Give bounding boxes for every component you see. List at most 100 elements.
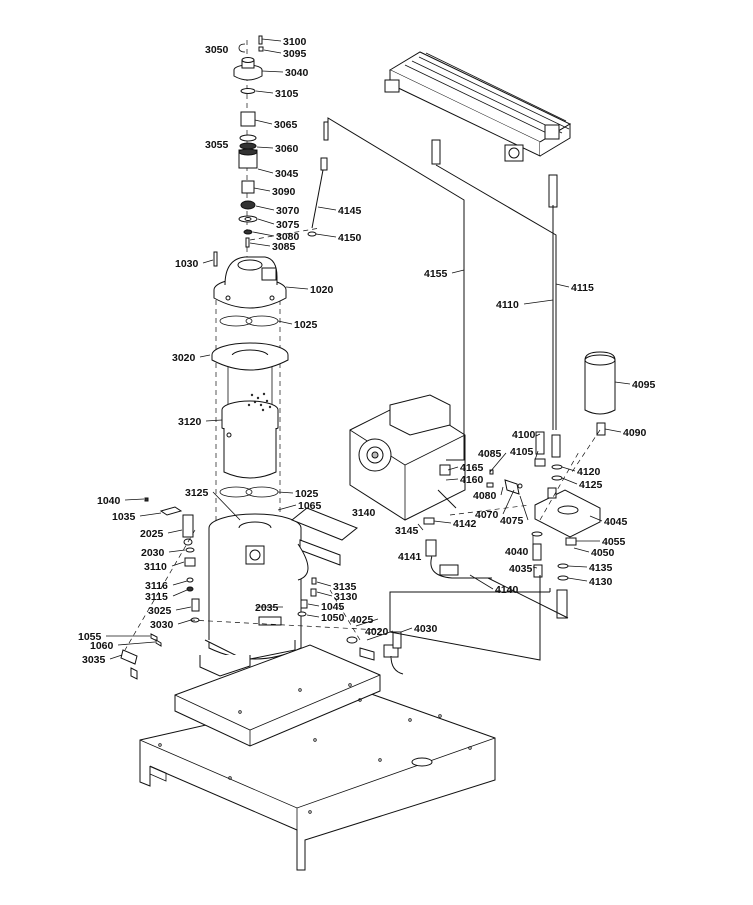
- right-fittings: [486, 351, 616, 619]
- part-label-2030: 2030: [141, 547, 165, 559]
- tank-fittings: [297, 577, 317, 617]
- part-label-4150: 4150: [338, 232, 362, 244]
- part-label-1065: 1065: [298, 500, 322, 512]
- part-label-4045: 4045: [604, 516, 628, 528]
- part-label-3100: 3100: [283, 36, 307, 48]
- leader-line-2025: [167, 529, 183, 534]
- part-label-1030: 1030: [175, 258, 199, 270]
- leader-line-1045: [307, 603, 320, 607]
- leader-line-4085: [489, 452, 507, 473]
- leader-line-4020: [366, 630, 394, 641]
- leader-line-4145: [317, 206, 337, 211]
- leader-line-1065: [277, 504, 297, 511]
- part-label-4130: 4130: [589, 576, 613, 588]
- part-label-4145: 4145: [338, 205, 362, 217]
- part-label-1020: 1020: [310, 284, 334, 296]
- leader-line-1030: [202, 259, 214, 264]
- oil-cooler: [384, 51, 572, 208]
- part-label-3085: 3085: [272, 241, 296, 253]
- leader-line-3040: [261, 70, 284, 73]
- part-label-4141: 4141: [398, 551, 422, 563]
- leader-line-4155: [451, 269, 465, 274]
- leader-line-4135: [567, 565, 588, 568]
- part-label-3135: 3135: [333, 581, 357, 593]
- leader-line-4075: [519, 495, 529, 521]
- leader-line-1050: [306, 614, 320, 618]
- part-label-4070: 4070: [475, 509, 499, 521]
- part-label-3125: 3125: [185, 487, 209, 499]
- leader-line-4095: [614, 381, 631, 385]
- part-label-2025: 2025: [140, 528, 164, 540]
- part-label-4080: 4080: [473, 490, 497, 502]
- air-end: [349, 394, 466, 521]
- part-label-4040: 4040: [505, 546, 529, 558]
- part-label-3055: 3055: [205, 139, 229, 151]
- leader-line-3116: [172, 580, 188, 586]
- leader-line-4080: [500, 486, 504, 496]
- part-label-4110: 4110: [496, 299, 519, 311]
- leader-line-3105: [255, 90, 274, 94]
- leader-line-3090: [253, 187, 271, 192]
- leader-line-4035: [532, 566, 538, 569]
- part-label-1040: 1040: [97, 495, 121, 507]
- leader-line-3135: [316, 581, 332, 587]
- part-label-4142: 4142: [453, 518, 477, 530]
- leader-line-4115: [555, 283, 570, 288]
- part-label-4090: 4090: [623, 427, 647, 439]
- leader-line-3045: [257, 168, 274, 174]
- lower-hose-fittings: [346, 517, 492, 675]
- part-label-3060: 3060: [275, 143, 299, 155]
- leader-line-3145: [417, 523, 424, 531]
- hose-lines: [327, 117, 569, 661]
- part-label-3045: 3045: [275, 168, 299, 180]
- part-label-4085: 4085: [478, 448, 502, 460]
- part-label-4020: 4020: [365, 626, 389, 638]
- part-label-3090: 3090: [272, 186, 296, 198]
- separator-head: [213, 251, 287, 309]
- part-label-4030: 4030: [414, 623, 438, 635]
- leader-line-3120: [205, 419, 223, 422]
- level-rod: [307, 121, 329, 237]
- part-label-4075: 4075: [500, 515, 524, 527]
- part-label-3110: 3110: [144, 561, 167, 573]
- part-label-1050: 1050: [321, 612, 345, 624]
- leader-line-4150: [315, 233, 337, 238]
- base-frame: [139, 644, 496, 871]
- leader-line-3020: [199, 354, 211, 358]
- leader-line-3030: [177, 619, 192, 625]
- separator-element: [211, 342, 289, 479]
- part-label-1035: 1035: [112, 511, 136, 523]
- part-label-3095: 3095: [283, 48, 307, 60]
- part-label-4120: 4120: [577, 466, 601, 478]
- leader-line-3065: [254, 119, 273, 125]
- o-ring-lower: [219, 486, 279, 498]
- part-label-1045: 1045: [321, 601, 345, 613]
- part-label-4115: 4115: [571, 282, 594, 294]
- leader-line-3110: [171, 561, 185, 567]
- part-label-4035: 4035: [509, 563, 533, 575]
- leader-line-2030: [168, 549, 186, 553]
- part-label-3120: 3120: [178, 416, 202, 428]
- part-label-4135: 4135: [589, 562, 613, 574]
- part-label-4155: 4155: [424, 268, 448, 280]
- part-label-3080: 3080: [276, 231, 300, 243]
- part-label-4160: 4160: [460, 474, 484, 486]
- leader-line-4025: [355, 618, 379, 627]
- leader-line-3070: [255, 205, 275, 211]
- part-label-4105: 4105: [510, 446, 534, 458]
- part-label-4050: 4050: [591, 547, 615, 559]
- leader-line-4030: [400, 627, 413, 633]
- leader-lines: [106, 38, 631, 660]
- part-label-3020: 3020: [172, 352, 196, 364]
- part-label-3030: 3030: [150, 619, 174, 631]
- part-label-4100: 4100: [512, 429, 536, 441]
- left-fittings: [120, 497, 200, 680]
- leader-line-4110: [523, 299, 554, 305]
- part-label-4140: 4140: [495, 584, 519, 596]
- leader-line-3125: [212, 491, 241, 521]
- part-label-3035: 3035: [82, 654, 106, 666]
- part-label-3130: 3130: [334, 591, 358, 603]
- leader-line-3130: [316, 591, 333, 597]
